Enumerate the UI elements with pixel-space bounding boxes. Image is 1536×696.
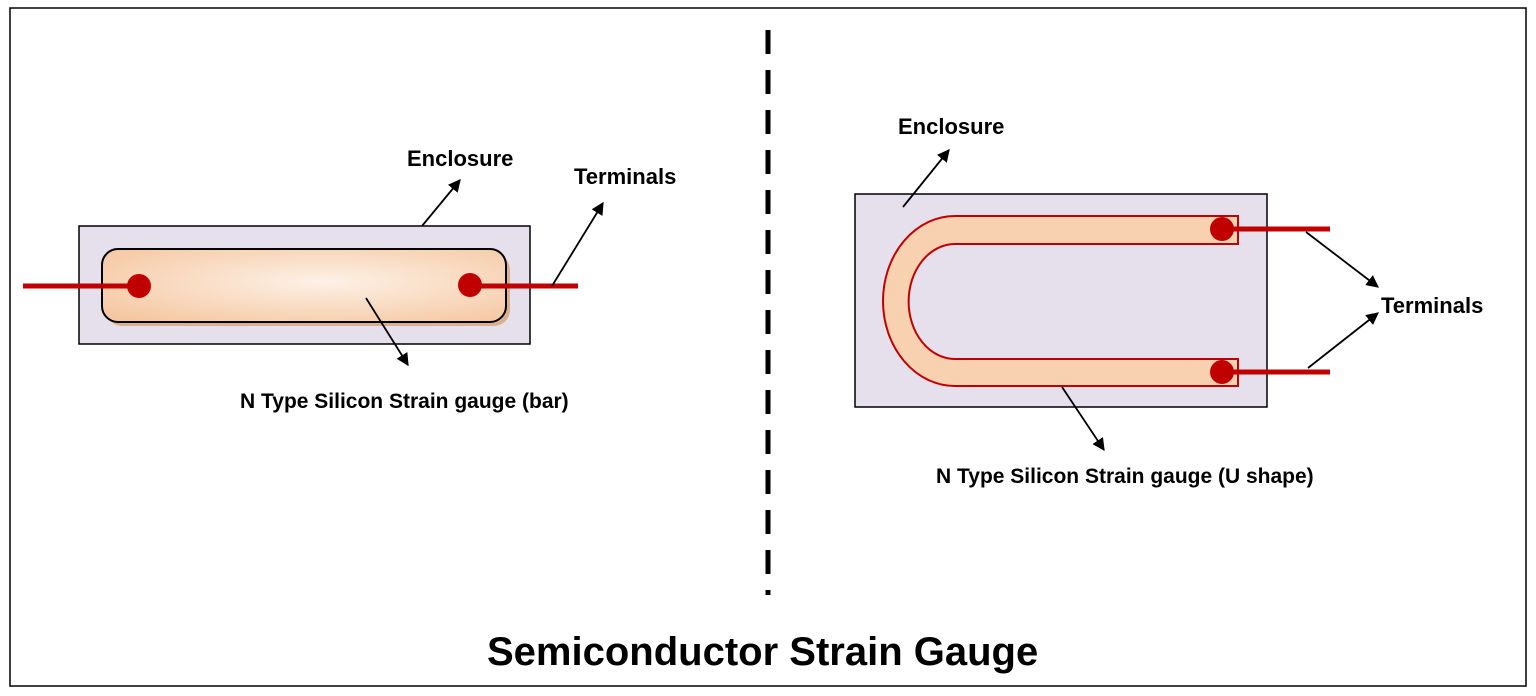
left-terminals-label: Terminals bbox=[574, 164, 677, 189]
left-terminal-dot-left bbox=[127, 274, 151, 298]
bar-gauge bbox=[101, 248, 507, 323]
u-shape-gauge bbox=[882, 215, 1239, 387]
left-terminal-dot-right bbox=[458, 273, 482, 297]
right-gauge-label: N Type Silicon Strain gauge (U shape) bbox=[936, 465, 1314, 488]
right-gauge-arrow bbox=[1061, 386, 1105, 452]
right-enclosure-label: Enclosure bbox=[898, 114, 1005, 139]
left-terminals-arrow bbox=[551, 201, 604, 287]
left-enclosure-label: Enclosure bbox=[407, 146, 514, 171]
right-terminal-dot-bottom bbox=[1210, 360, 1234, 384]
right-enclosure-arrow bbox=[902, 149, 950, 208]
outer-frame bbox=[9, 7, 1527, 687]
right-terminal-dot-top bbox=[1210, 217, 1234, 241]
right-terminals-arrow-bottom bbox=[1307, 312, 1379, 369]
right-terminals-label: Terminals bbox=[1381, 293, 1484, 318]
left-gauge-arrow bbox=[365, 297, 409, 367]
left-enclosure-arrow bbox=[421, 179, 461, 227]
right-terminals-arrow-top bbox=[1305, 231, 1380, 288]
diagram-title: Semiconductor Strain Gauge bbox=[487, 630, 1039, 674]
left-gauge-label: N Type Silicon Strain gauge (bar) bbox=[240, 390, 569, 413]
